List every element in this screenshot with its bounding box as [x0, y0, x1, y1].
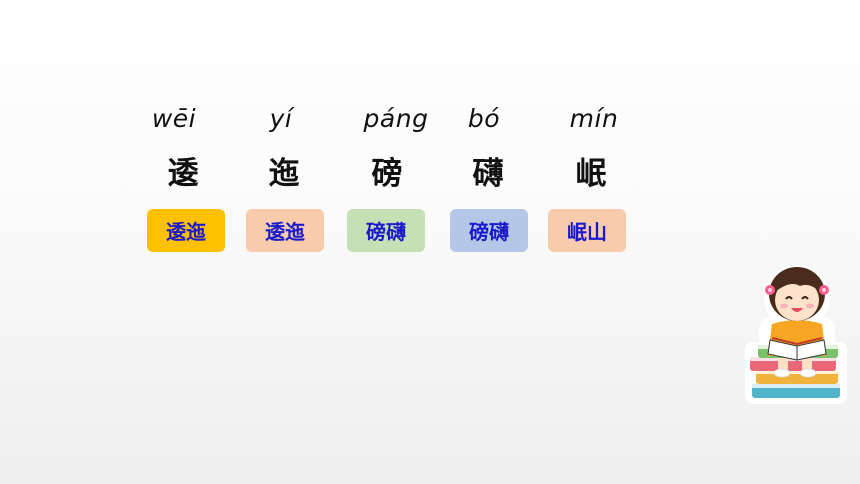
hanzi-bo: 礴 — [472, 156, 504, 192]
hanzi-wei: 逶 — [167, 156, 199, 192]
word-tile-pangbo-2[interactable]: 磅礴 — [450, 209, 528, 252]
pinyin-yi: yí — [269, 104, 293, 133]
pinyin-wei: wēi — [151, 104, 197, 133]
word-tile-weiyi-2[interactable]: 逶迤 — [246, 209, 324, 252]
pinyin-pang: páng — [363, 104, 429, 133]
hanzi-min: 岷 — [575, 156, 607, 192]
girl-reading-on-books-icon — [745, 265, 847, 404]
word-tile-pangbo-1[interactable]: 磅礴 — [347, 209, 425, 252]
word-tile-minshan[interactable]: 岷山 — [548, 209, 626, 252]
hanzi-yi: 迤 — [268, 156, 300, 192]
word-tile-weiyi-1[interactable]: 逶迤 — [147, 209, 225, 252]
pinyin-bo: bó — [467, 104, 501, 133]
pinyin-min: mín — [569, 104, 619, 133]
hanzi-pang: 磅 — [371, 156, 403, 192]
